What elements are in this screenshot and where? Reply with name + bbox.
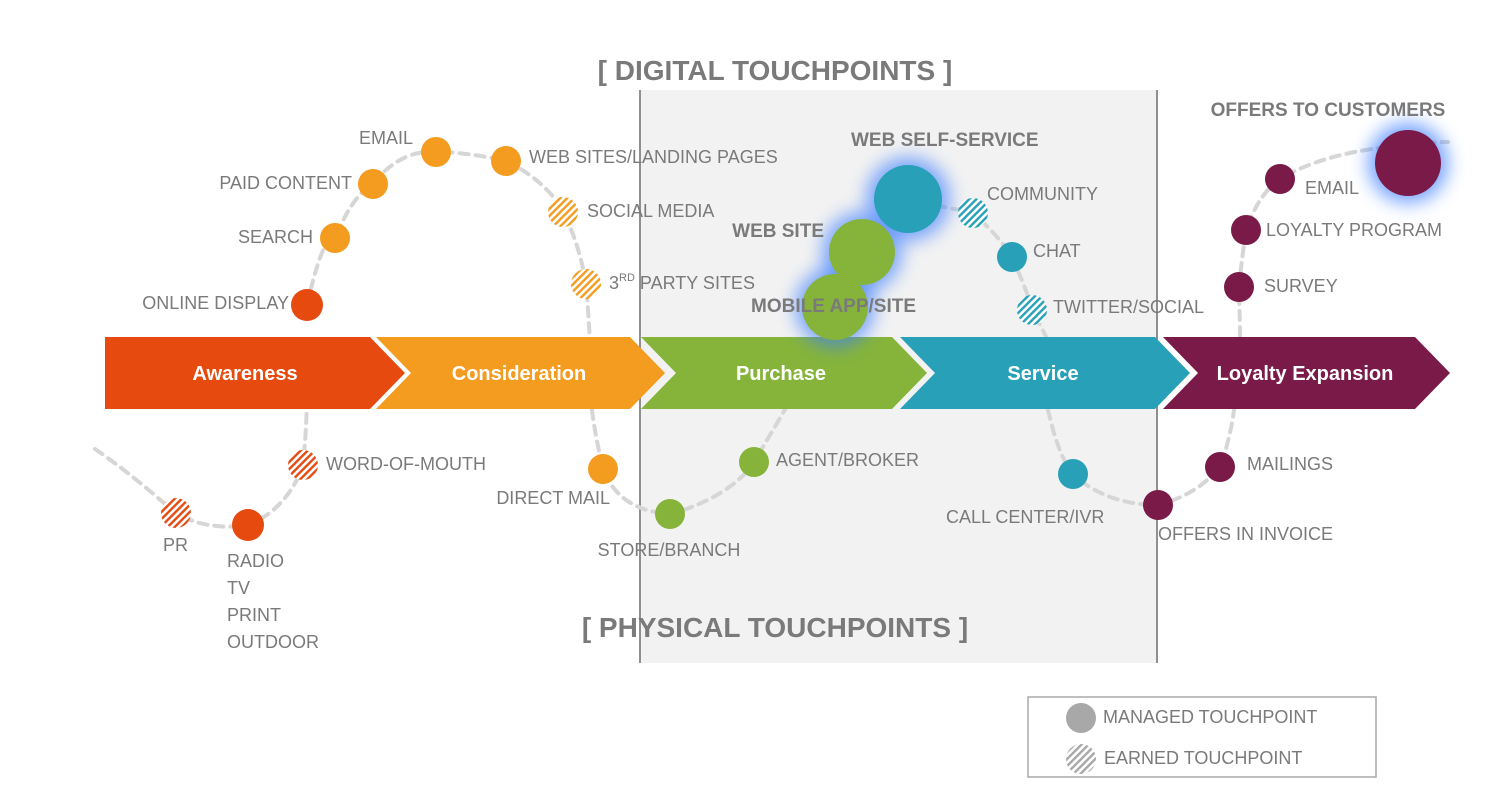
stage-consideration-label: Consideration [452, 363, 586, 385]
chat-node [997, 242, 1027, 272]
pr-label: PR [163, 535, 188, 555]
offers-in-invoice-label: OFFERS IN INVOICE [1158, 524, 1333, 544]
social-media-node [548, 197, 578, 227]
word-of-mouth-label: WORD-OF-MOUTH [326, 454, 486, 474]
third-party-sites-node [571, 269, 601, 299]
stage-service-label: Service [1007, 363, 1078, 385]
pr-node [161, 498, 191, 528]
mailings-node [1205, 452, 1235, 482]
paid-content-label: PAID CONTENT [219, 173, 352, 193]
survey-node [1224, 272, 1254, 302]
stage-purchase-label: Purchase [736, 363, 826, 385]
loyalty-program-node [1231, 215, 1261, 245]
agent-broker-node [739, 447, 769, 477]
radio-label: RADIO [227, 551, 284, 571]
social-media-label: SOCIAL MEDIA [587, 201, 714, 221]
search-label: SEARCH [238, 227, 313, 247]
loyalty-program-label: LOYALTY PROGRAM [1266, 220, 1442, 240]
community-node [958, 198, 988, 228]
stage-awareness-chevron [105, 337, 405, 409]
managed-touchpoint-swatch [1066, 703, 1096, 733]
offers-to-customers-node [1375, 130, 1441, 196]
web-site-label: WEB SITE [732, 221, 824, 242]
web-site-node [829, 219, 895, 285]
offers-to-customers-label: OFFERS TO CUSTOMERS [1211, 100, 1446, 121]
stage-awareness-label: Awareness [192, 363, 297, 385]
mailings-label: MAILINGS [1247, 454, 1333, 474]
digital-touchpoints-header: [ DIGITAL TOUCHPOINTS ] [598, 55, 953, 86]
direct-mail-label: DIRECT MAIL [496, 488, 610, 508]
survey-label: SURVEY [1264, 276, 1338, 296]
chat-label: CHAT [1033, 241, 1081, 261]
third-party-sites-label: 3RD PARTY SITES [609, 272, 755, 293]
store-branch-node [655, 499, 685, 529]
direct-mail-node [588, 454, 618, 484]
legend: MANAGED TOUCHPOINT EARNED TOUCHPOINT [1027, 696, 1377, 778]
physical-touchpoints-header: [ PHYSICAL TOUCHPOINTS ] [582, 612, 968, 643]
web-sites-landing-label: WEB SITES/LANDING PAGES [529, 147, 778, 167]
web-sites-landing-node [491, 146, 521, 176]
call-center-node [1058, 459, 1088, 489]
email-node [421, 137, 451, 167]
twitter-social-label: TWITTER/SOCIAL [1053, 297, 1204, 317]
radio-tv-print-outdoor-node [232, 509, 264, 541]
paid-content-node [358, 169, 388, 199]
mobile-app-node [802, 274, 868, 340]
offers-in-invoice-node [1143, 490, 1173, 520]
print-label: PRINT [227, 605, 281, 625]
word-of-mouth-node [288, 450, 318, 480]
outdoor-label: OUTDOOR [227, 632, 319, 652]
stage-loyalty-label: Loyalty Expansion [1217, 363, 1394, 385]
stage-consideration-chevron [376, 337, 665, 409]
community-label: COMMUNITY [987, 184, 1098, 204]
web-self-service-label: WEB SELF-SERVICE [851, 130, 1039, 151]
managed-touchpoint-label: MANAGED TOUCHPOINT [1103, 707, 1317, 727]
journey-path-lower-left [93, 390, 309, 529]
web-self-service-node [874, 165, 942, 233]
mobile-app-label: MOBILE APP/SITE [751, 296, 916, 317]
tv-label: TV [227, 578, 250, 598]
loyalty-email-label: EMAIL [1305, 178, 1359, 198]
online-display-node [291, 289, 323, 321]
stage-loyalty-chevron [1163, 337, 1450, 409]
twitter-social-node [1017, 295, 1047, 325]
stage-purchase-chevron [641, 337, 927, 409]
earned-touchpoint-label: EARNED TOUCHPOINT [1104, 748, 1302, 768]
agent-broker-label: AGENT/BROKER [776, 450, 919, 470]
online-display-label: ONLINE DISPLAY [142, 293, 289, 313]
search-node [320, 223, 350, 253]
call-center-label: CALL CENTER/IVR [946, 507, 1104, 527]
email-label: EMAIL [359, 128, 413, 148]
loyalty-email-node [1265, 164, 1295, 194]
store-branch-label: STORE/BRANCH [598, 540, 741, 560]
stage-chevrons: Awareness Consideration Purchase Service… [105, 337, 1450, 409]
earned-touchpoint-swatch [1066, 744, 1096, 774]
stage-service-chevron [900, 337, 1190, 409]
